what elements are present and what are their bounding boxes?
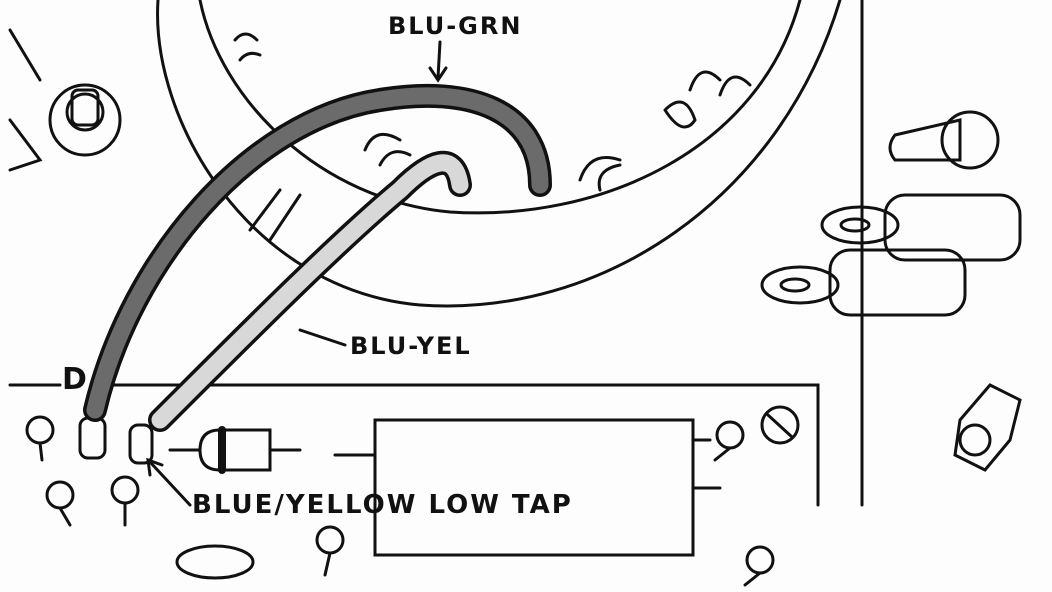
label-low-tap: BLUE/YELLOW LOW TAP xyxy=(192,490,573,520)
arrow-blu-grn xyxy=(436,40,442,80)
label-blu-yel: BLU-YEL xyxy=(350,332,472,360)
socket-lug xyxy=(578,156,622,192)
arrow-blu-yel xyxy=(298,328,347,347)
socket-inner-arc xyxy=(198,0,802,215)
tie-lugs xyxy=(760,110,1022,472)
board-edge xyxy=(8,383,820,507)
bracket xyxy=(8,28,43,172)
label-section-d: D xyxy=(62,362,89,397)
hex-nut xyxy=(48,83,122,157)
diode xyxy=(168,428,302,472)
socket-lug xyxy=(233,32,262,62)
component-block xyxy=(373,418,695,557)
oval-component xyxy=(175,544,255,580)
socket-outer-arc xyxy=(156,0,842,308)
label-blu-grn: BLU-GRN xyxy=(388,12,523,40)
arrow-low-tap xyxy=(148,460,192,507)
socket-lug xyxy=(688,70,752,97)
socket-lug xyxy=(663,100,697,129)
socket-lug xyxy=(248,188,302,242)
terminal-posts xyxy=(25,405,800,587)
socket-lug xyxy=(363,132,412,167)
